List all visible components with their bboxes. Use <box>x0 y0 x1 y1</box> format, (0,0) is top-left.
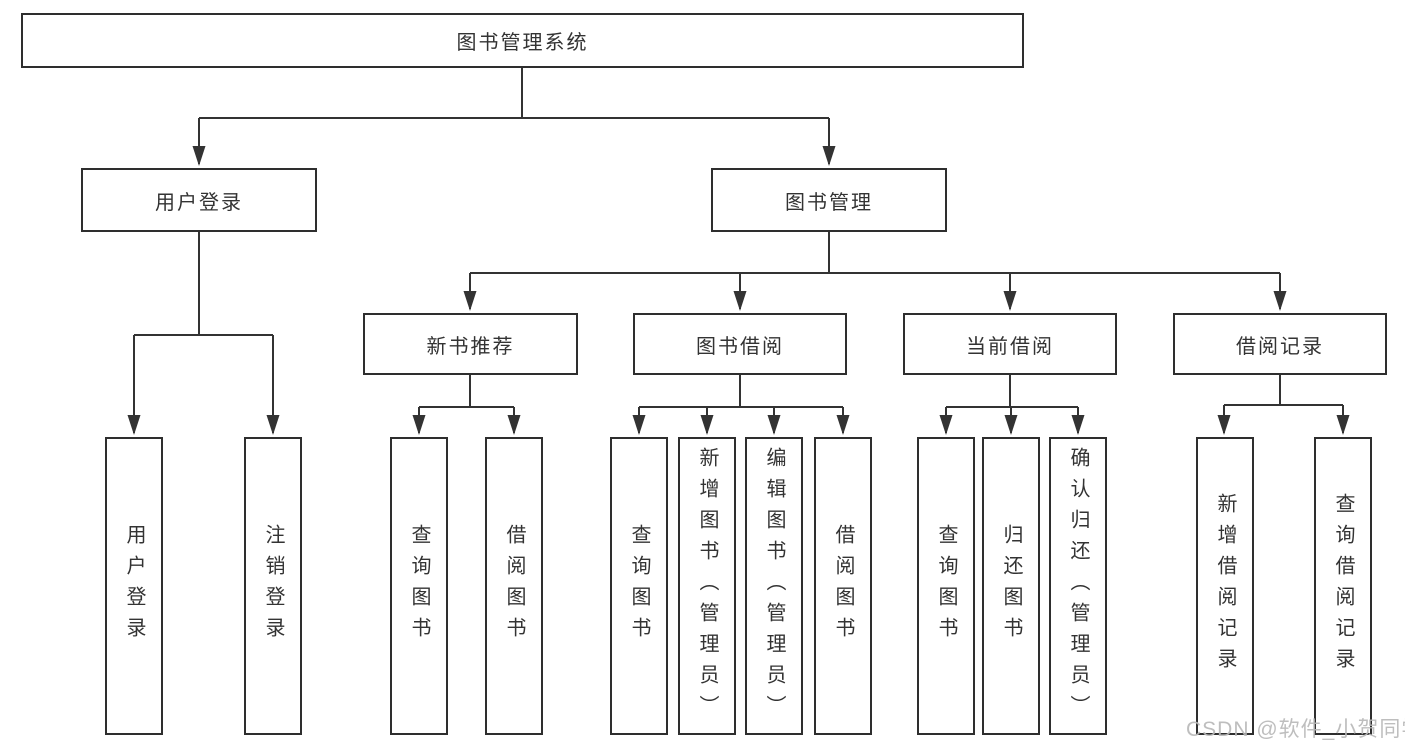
leaf-label: 新增借阅记录 <box>1214 493 1236 679</box>
node-label: 图书管理系统 <box>456 32 589 54</box>
leaf-borrow-books: 借阅图书 <box>485 437 543 735</box>
leaf-add-borrow-record: 新增借阅记录 <box>1196 437 1254 735</box>
leaf-add-books-admin: 新增图书（管理员） <box>678 437 736 735</box>
leaf-label: 归还图书 <box>1000 524 1022 648</box>
csdn-watermark: CSDN @软件_小贺同学 <box>1186 718 1405 741</box>
leaf-label: 注销登录 <box>262 524 284 648</box>
leaf-label: 编辑图书（管理员） <box>763 446 785 726</box>
leaf-search-books: 查询图书 <box>917 437 975 735</box>
leaf-borrow-books: 借阅图书 <box>814 437 872 735</box>
node-label: 图书借阅 <box>696 335 784 358</box>
leaf-user-login: 用户登录 <box>105 437 163 735</box>
node-label: 用户登录 <box>155 191 243 214</box>
leaf-logout: 注销登录 <box>244 437 302 735</box>
leaf-search-borrow-record: 查询借阅记录 <box>1314 437 1372 735</box>
leaf-label: 借阅图书 <box>832 524 854 648</box>
leaf-confirm-return-admin: 确认归还（管理员） <box>1049 437 1107 735</box>
leaf-label: 查询图书 <box>935 524 957 648</box>
leaf-label: 查询图书 <box>408 524 430 648</box>
node-new-book-recommend: 新书推荐 <box>363 313 578 375</box>
leaf-edit-books-admin: 编辑图书（管理员） <box>745 437 803 735</box>
leaf-search-books: 查询图书 <box>610 437 668 735</box>
leaf-label: 查询图书 <box>628 524 650 648</box>
node-label: 新书推荐 <box>426 335 515 358</box>
node-current-borrowing: 当前借阅 <box>903 313 1117 375</box>
node-label: 借阅记录 <box>1236 335 1324 358</box>
leaf-label: 借阅图书 <box>503 524 525 648</box>
node-user-login: 用户登录 <box>81 168 317 232</box>
leaf-label: 确认归还（管理员） <box>1067 446 1089 726</box>
leaf-label: 用户登录 <box>123 524 145 648</box>
node-label: 当前借阅 <box>966 335 1054 358</box>
node-book-borrowing: 图书借阅 <box>633 313 847 375</box>
leaf-search-books: 查询图书 <box>390 437 448 735</box>
connector-trunks <box>134 68 1343 408</box>
leaf-return-books: 归还图书 <box>982 437 1040 735</box>
leaf-label: 查询借阅记录 <box>1332 493 1354 679</box>
node-book-management: 图书管理 <box>711 168 947 232</box>
node-library-system: 图书管理系统 <box>21 13 1024 68</box>
node-borrow-records: 借阅记录 <box>1173 313 1387 375</box>
leaf-label: 新增图书（管理员） <box>696 446 718 726</box>
node-label: 图书管理 <box>785 191 873 214</box>
